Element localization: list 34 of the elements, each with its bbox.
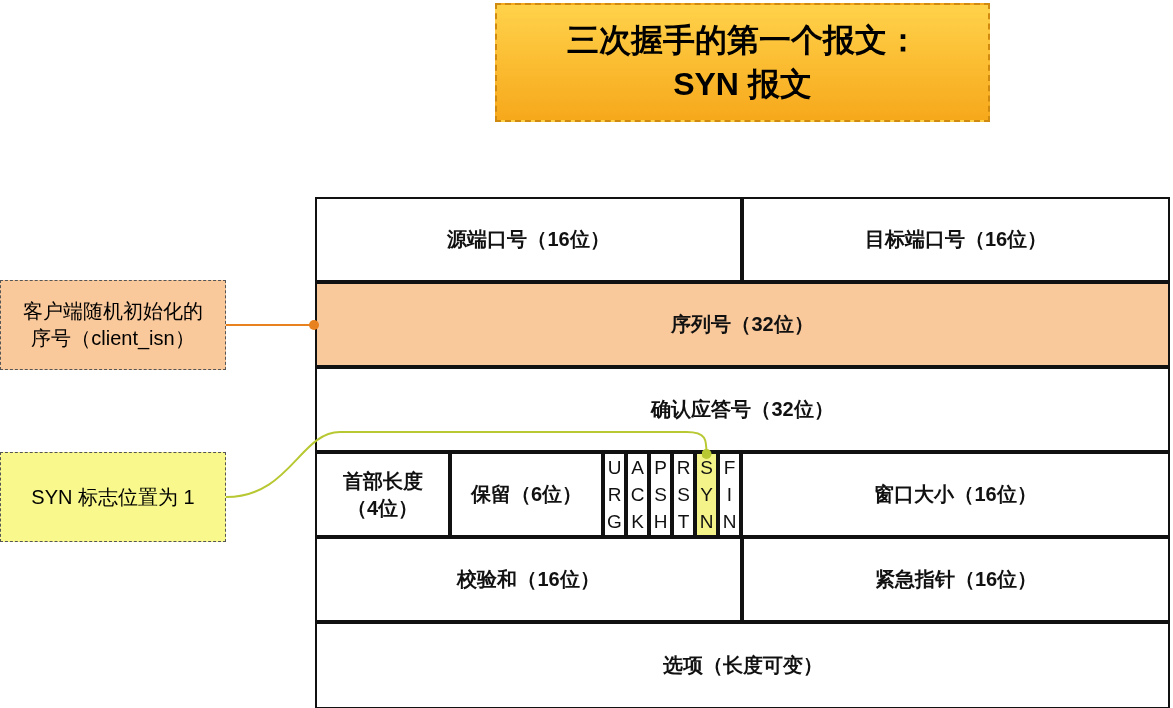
field-cell [450,452,603,537]
field-label: 选项（长度可变） [662,653,823,678]
leader-line [225,320,319,330]
field-cell [741,452,1170,537]
flag-label: URG [606,456,623,534]
flag-label: RST [675,456,692,534]
flag-label: ACK [629,456,646,534]
field-label: 校验和（16位） [457,567,600,592]
field-label: 窗口大小（16位） [874,482,1037,507]
field-cell [315,622,1170,708]
field-cell [315,537,742,622]
field-label: 序列号（32位） [671,312,814,337]
field-label: 紧急指针（16位） [874,567,1038,592]
callout-box [0,280,226,370]
flag-label: PSH [652,456,669,534]
field-cell [315,282,1170,367]
field-label: 目标端口号（16位） [864,227,1048,252]
callout-box [0,452,226,542]
field-cell [315,367,1170,452]
field-label: 源端口号（16位） [447,227,610,252]
field-label: 保留（6位） [470,482,583,507]
field-cell [742,197,1170,282]
title-text: 三次握手的第一个报文：SYN 报文 [565,20,920,104]
flag-label: FIN [721,456,738,534]
field-cell [315,452,450,537]
title-banner [495,3,990,122]
field-cell [315,197,742,282]
callout-text: 客户端随机初始化的序号（client_isn） [22,299,204,352]
field-cell [742,537,1170,622]
flag-label: SYN [698,456,715,534]
callout-text: SYN 标志位置为 1 [31,484,195,510]
field-label: 确认应答号（32位） [651,397,834,422]
leader-line [225,431,712,498]
field-label: 首部长度（4位） [341,468,424,521]
